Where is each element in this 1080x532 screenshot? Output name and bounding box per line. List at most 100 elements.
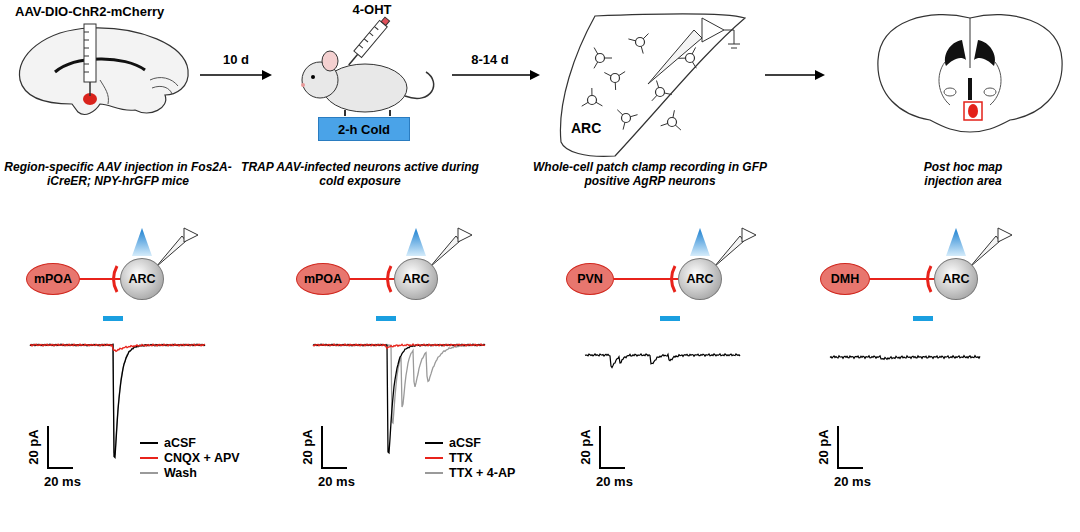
legend-entry: Wash (140, 466, 197, 480)
current-trace (313, 344, 485, 348)
syringe (84, 24, 96, 96)
legend-swatch (425, 472, 443, 474)
current-trace (585, 354, 740, 368)
legend-label: aCSF (449, 436, 481, 450)
neuron-soma (588, 96, 597, 105)
amplifier (184, 228, 198, 242)
amplifier (998, 228, 1012, 242)
annotation: AAV-DIO-ChR2-mCherry (15, 4, 164, 20)
light-pulse-bar (660, 316, 680, 321)
region-oval: DMH (820, 263, 870, 295)
arc-neuron: ARC (678, 258, 722, 300)
legend-entry: CNQX + APV (140, 451, 240, 465)
scale-label: 20 pA (26, 429, 42, 464)
light-cone (946, 228, 966, 256)
slice-border (560, 14, 745, 156)
flow-arrow (452, 74, 532, 76)
coronal-brain (878, 15, 1062, 132)
flow-arrow (262, 70, 272, 80)
syringe (89, 82, 91, 96)
slice-outline (555, 12, 750, 160)
recording-pipette (702, 18, 724, 42)
flow-arrow (530, 70, 540, 80)
sagittal-brain (55, 59, 145, 72)
legend-swatch (140, 457, 158, 459)
coronal-brain (944, 88, 956, 96)
node-label: mPOA (34, 272, 72, 286)
light-cone (132, 228, 152, 256)
node-label: mPOA (304, 272, 342, 286)
amplifier (742, 228, 756, 242)
scale-label: 20 pA (300, 429, 316, 464)
scale-bar (600, 426, 625, 468)
legend-label: Wash (164, 466, 197, 480)
node-label: ARC (942, 272, 969, 286)
legend-label: TTX (449, 451, 473, 465)
legend-swatch (140, 472, 158, 474)
panel-caption: Region-specific AAV injection in Fos2A-i… (0, 160, 238, 189)
legend-entry: aCSF (425, 436, 481, 450)
panel-caption: Post hoc map injection area (898, 160, 1028, 189)
legend-label: aCSF (164, 436, 196, 450)
syringe (84, 32, 89, 72)
node-label: ARC (686, 272, 713, 286)
legend-swatch (425, 442, 443, 444)
legend-label: CNQX + APV (164, 451, 240, 465)
panel-caption: TRAP AAV-infected neurons active during … (240, 160, 480, 189)
recording-pipette (724, 30, 740, 48)
recording-pipette (430, 236, 460, 267)
syringe (349, 54, 358, 65)
syringe (354, 20, 387, 57)
sagittal-brain (19, 28, 188, 115)
annotation: 20 ms (318, 474, 355, 490)
coronal-brain (964, 102, 982, 120)
light-pulse-bar (376, 316, 396, 321)
mouse (405, 72, 434, 98)
annotation: 8-14 d (471, 52, 509, 68)
region-oval: mPOA (296, 263, 350, 295)
coronal-brain (984, 88, 996, 96)
annotation: 10 d (223, 52, 249, 68)
node-label: ARC (128, 272, 155, 286)
node-label: PVN (577, 272, 603, 286)
neuron-soma (668, 118, 677, 127)
legend-swatch (425, 457, 443, 459)
annotation: 20 ms (834, 474, 871, 490)
flow-arrow (200, 74, 264, 76)
light-cone (690, 228, 710, 256)
annotation: 20 ms (596, 474, 633, 490)
projection-line (350, 278, 394, 280)
neuron-soma (656, 88, 665, 97)
mouse (301, 51, 434, 116)
recording-pipette (156, 236, 186, 267)
flow-arrow (200, 70, 825, 80)
annotation: 20 ms (44, 474, 81, 490)
recording-pipette (714, 236, 744, 267)
neuron-soma (611, 74, 620, 83)
light-cone (406, 228, 426, 256)
coronal-brain (968, 78, 972, 100)
scale-label: 20 pA (816, 429, 832, 464)
current-trace (830, 356, 980, 360)
node-label: 2-h Cold (338, 122, 390, 137)
scale-bar (48, 426, 73, 468)
coronal-brain (878, 15, 1062, 132)
annotation: 4-OHT (353, 2, 392, 18)
coronal-brain (945, 40, 995, 66)
panel-caption: Whole-cell patch clamp recording in GFP … (520, 160, 780, 189)
syringe (359, 27, 378, 49)
legend-entry: TTX + 4-AP (425, 466, 515, 480)
projection-line (614, 278, 678, 280)
recording-pipette (648, 30, 702, 84)
current-trace (30, 344, 205, 454)
neuron-soma (622, 114, 631, 123)
brain-slice: ARC (555, 12, 750, 160)
mouse (322, 51, 338, 71)
region-oval: mPOA (26, 263, 80, 295)
neuron-soma (636, 38, 645, 47)
syringe (345, 16, 391, 68)
legend-swatch (140, 442, 158, 444)
mouse (301, 83, 305, 87)
